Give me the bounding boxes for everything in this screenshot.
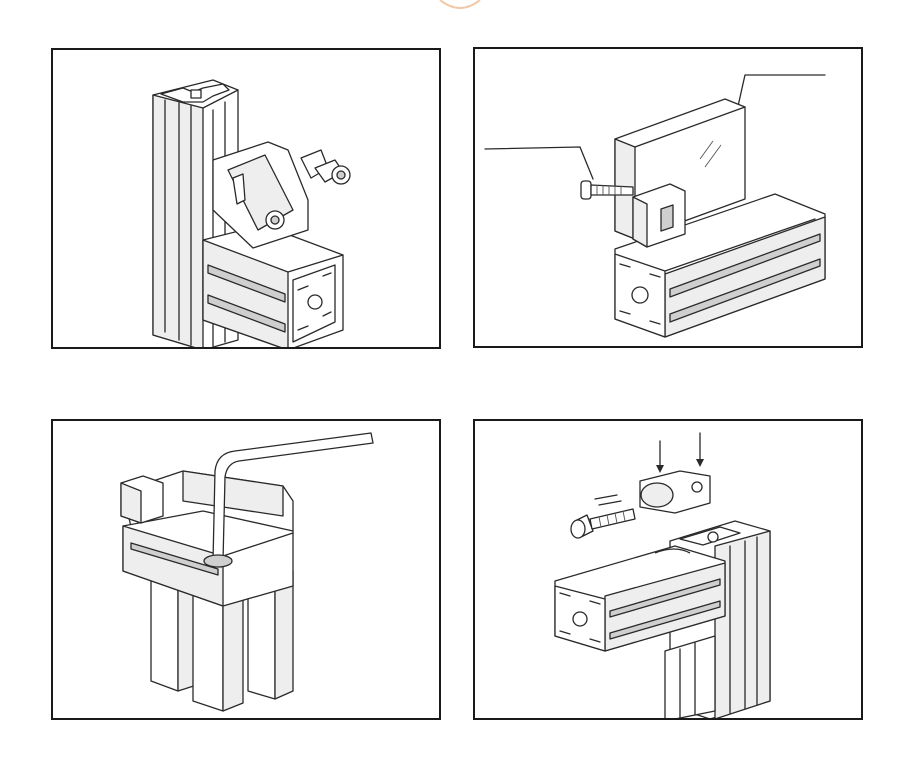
double-arrow-icon — [594, 494, 622, 506]
t-bolt-nut — [300, 149, 351, 185]
lower-vertical-leg — [664, 635, 716, 718]
top-chevron-mark — [439, 0, 481, 9]
panel-mounting — [473, 47, 863, 348]
hex-key — [203, 432, 374, 568]
down-arrow-icon — [656, 440, 664, 473]
horizontal-profile — [614, 193, 826, 338]
horizontal-profile — [202, 224, 344, 347]
anchor-connector — [639, 470, 711, 514]
left-end-block — [120, 475, 164, 524]
vertical-profile — [152, 79, 239, 347]
panel-mounting-illustration — [484, 74, 826, 338]
angle-bracket — [212, 141, 309, 249]
screw-leader-line — [484, 146, 594, 180]
down-arrow-icon-2 — [696, 432, 704, 467]
socket-screw — [570, 508, 636, 539]
socket-screw — [580, 180, 634, 200]
angle-bracket-illustration — [152, 79, 351, 347]
horizontal-profile — [554, 545, 726, 652]
anchor-connector-illustration — [554, 432, 771, 718]
hex-key-illustration — [120, 432, 374, 712]
panel-clamp — [632, 183, 686, 248]
panel-anchor-connector — [473, 419, 863, 720]
vertical-profiles — [150, 560, 294, 712]
panel-angle-bracket — [51, 48, 441, 349]
panel-hex-key-connection — [51, 419, 441, 720]
